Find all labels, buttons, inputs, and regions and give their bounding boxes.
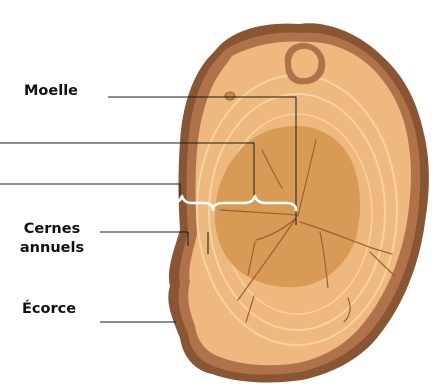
label-pith: Moelle xyxy=(24,82,78,101)
label-bark: Écorce xyxy=(22,300,76,319)
label-annual-rings-line1: Cernes xyxy=(7,220,97,239)
label-annual-rings-line2: annuels xyxy=(7,239,97,258)
small-knot xyxy=(225,92,235,100)
label-annual-rings: Cernes annuels xyxy=(7,220,97,258)
leader-frame-rings xyxy=(0,184,180,196)
